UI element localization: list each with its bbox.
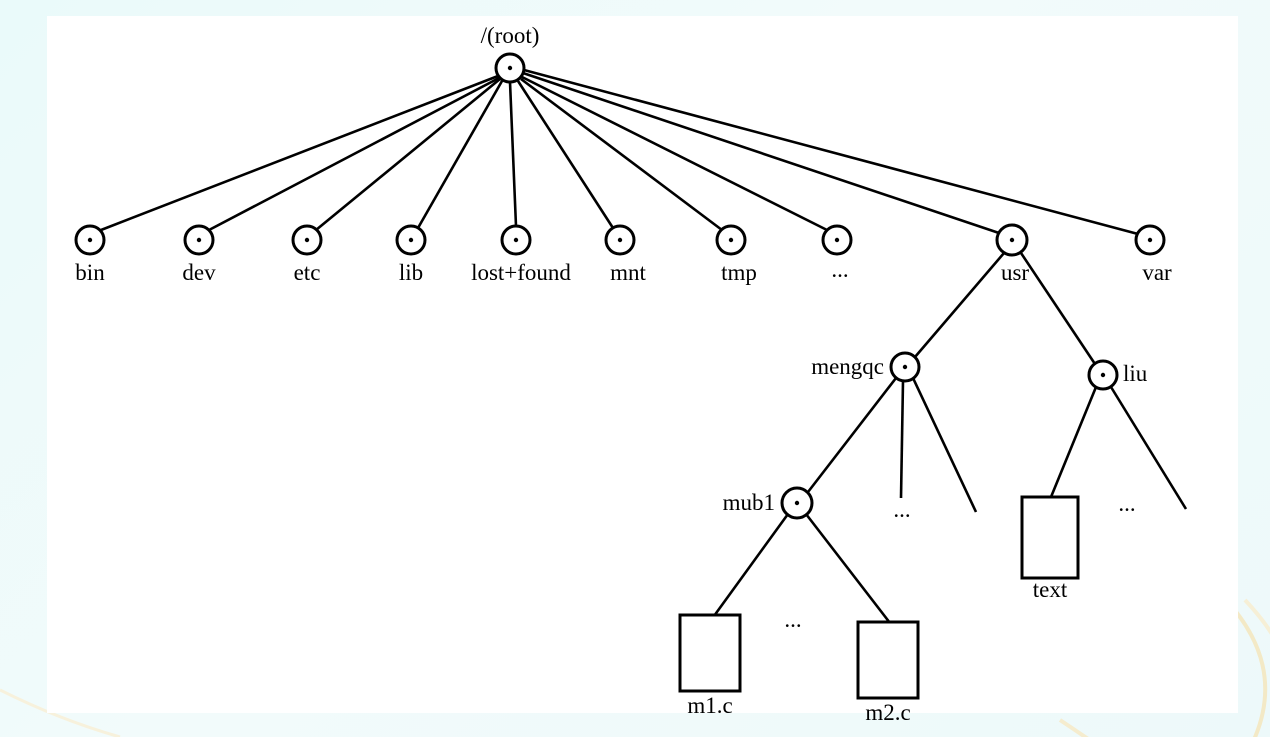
dot-mengqc bbox=[902, 364, 908, 370]
edge-root-bin bbox=[100, 74, 499, 232]
label-root: /(root) bbox=[480, 23, 540, 48]
edge-mengqc-mub1 bbox=[806, 377, 898, 493]
edge-root-lib bbox=[416, 80, 504, 229]
edges-mub1-children bbox=[712, 513, 892, 624]
edges-root-to-level2 bbox=[100, 68, 1139, 236]
edge-mub1-m2c bbox=[804, 513, 892, 624]
edge-root-mnt bbox=[516, 80, 615, 229]
edge-root-tmp bbox=[520, 77, 723, 232]
label-dev: dev bbox=[182, 260, 216, 285]
dot-dev bbox=[196, 237, 202, 243]
file-rect-m2c[interactable] bbox=[856, 620, 920, 700]
label-lib: lib bbox=[398, 260, 424, 285]
edge-root-etc bbox=[315, 77, 501, 232]
label-mengqc-more: ... bbox=[893, 497, 911, 522]
dot-etc bbox=[304, 237, 310, 243]
label-var: var bbox=[1142, 260, 1172, 285]
dot-mub1 bbox=[794, 500, 800, 506]
edge-mub1-m1c bbox=[712, 513, 790, 617]
dot-more bbox=[834, 237, 840, 243]
dot-liu bbox=[1100, 372, 1106, 378]
label-liu-more: ... bbox=[1118, 491, 1136, 516]
label-mengqc: mengqc bbox=[811, 354, 884, 379]
edge-root-usr bbox=[522, 71, 1000, 235]
edge-root-dev bbox=[208, 76, 500, 232]
label-mub1-more: ... bbox=[784, 607, 802, 632]
edge-root-more bbox=[521, 75, 828, 232]
edge-liu-text bbox=[1049, 386, 1098, 498]
file-rectangles bbox=[678, 495, 1080, 700]
edge-liu-stub-right bbox=[1109, 386, 1188, 510]
dot-var bbox=[1147, 237, 1153, 243]
dot-root bbox=[507, 65, 513, 71]
diagram-page bbox=[47, 16, 1238, 713]
edge-root-lostfound bbox=[508, 81, 518, 227]
edge-usr-mengqc bbox=[914, 252, 1005, 358]
edge-mengqc-stub-right bbox=[911, 377, 978, 513]
dot-lostfound bbox=[513, 237, 519, 243]
label-mnt: mnt bbox=[610, 260, 646, 285]
label-m2c: m2.c bbox=[865, 700, 911, 725]
directory-nodes bbox=[74, 52, 1166, 520]
node-center-dots bbox=[87, 65, 1153, 506]
label-etc: etc bbox=[293, 260, 321, 285]
dot-lib bbox=[408, 237, 414, 243]
label-m1c: m1.c bbox=[687, 693, 733, 718]
label-more-dirs: ... bbox=[831, 257, 849, 282]
dot-usr bbox=[1009, 237, 1015, 243]
edge-root-var bbox=[523, 68, 1139, 236]
edge-mengqc-stub-mid bbox=[899, 380, 905, 499]
file-rect-m1c[interactable] bbox=[678, 613, 742, 693]
label-bin: bin bbox=[75, 260, 105, 285]
dot-bin bbox=[87, 237, 93, 243]
label-text: text bbox=[1032, 577, 1068, 602]
edge-usr-liu bbox=[1019, 252, 1097, 365]
dot-tmp bbox=[728, 237, 734, 243]
edges-mengqc-children bbox=[806, 377, 978, 513]
label-tmp: tmp bbox=[721, 260, 757, 285]
label-lost-found: lost+found bbox=[471, 260, 571, 285]
edges-liu-children bbox=[1049, 386, 1188, 510]
label-mub1: mub1 bbox=[722, 490, 775, 515]
dot-mnt bbox=[617, 237, 623, 243]
label-usr: usr bbox=[1000, 260, 1030, 285]
edges-usr-children bbox=[914, 252, 1097, 365]
label-liu: liu bbox=[1123, 361, 1148, 386]
file-rect-text[interactable] bbox=[1020, 495, 1080, 580]
